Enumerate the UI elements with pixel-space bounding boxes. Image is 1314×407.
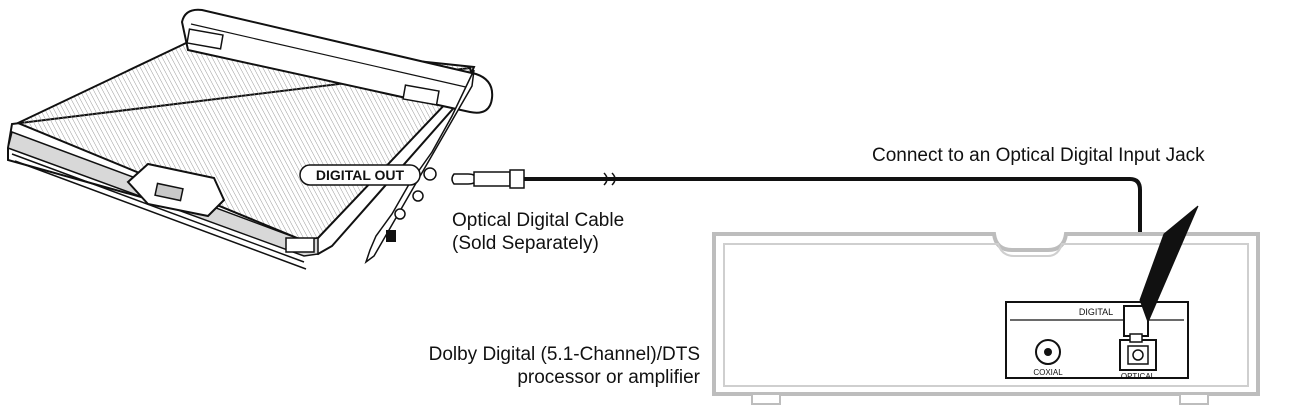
cable-line: [522, 177, 1142, 380]
hinge-clip-left: [186, 28, 224, 50]
coaxial-label: COXIAL: [1033, 368, 1063, 377]
player-hinge-highlight: [190, 23, 471, 89]
digital-out-label: DIGITAL OUT: [316, 167, 405, 183]
optical-cable: [451, 169, 1142, 380]
player-right-side: [364, 69, 475, 265]
cable-label-line-1: Optical Digital Cable: [452, 210, 625, 231]
cable-label-line-2: (Sold Separately): [452, 233, 599, 254]
receiver-inner-outline: [723, 243, 1249, 387]
insertion-arrow: [1139, 205, 1199, 324]
plug-boot: [509, 169, 525, 189]
digital-out-label-box: [299, 164, 421, 186]
optical-jack-opening: [1132, 349, 1144, 361]
cable-break-mark: [603, 172, 616, 186]
plug-tip: [451, 173, 477, 185]
digital-out-jack: [423, 167, 437, 181]
processor-receiver: DIGITAL COXIAL OPTICAL: [712, 205, 1260, 405]
digital-panel-label: DIGITAL: [1079, 307, 1113, 317]
receiver-foot-left: [751, 393, 781, 405]
player-seam-1: [11, 153, 305, 263]
side-jack-1: [412, 190, 424, 202]
optical-plug-neck: [1129, 333, 1143, 343]
plug-body: [473, 171, 511, 187]
player-latch-button: [154, 182, 184, 202]
coaxial-jack-inner: [1044, 348, 1052, 356]
portable-player: DIGITAL OUT: [7, 8, 494, 270]
processor-label-line-1: Dolby Digital (5.1-Channel)/DTS: [428, 344, 700, 365]
hinge-clip-right: [402, 84, 440, 106]
receiver-foot-right: [1179, 393, 1209, 405]
side-jack-2: [394, 208, 406, 220]
optical-label: OPTICAL: [1121, 372, 1156, 381]
connect-jack-label: Connect to an Optical Digital Input Jack: [872, 145, 1205, 166]
processor-label-line-2: processor or amplifier: [517, 367, 700, 388]
digital-input-panel: [1005, 301, 1189, 379]
player-seam-2: [14, 160, 307, 270]
side-port: [386, 230, 396, 242]
rear-foot: [285, 237, 315, 253]
